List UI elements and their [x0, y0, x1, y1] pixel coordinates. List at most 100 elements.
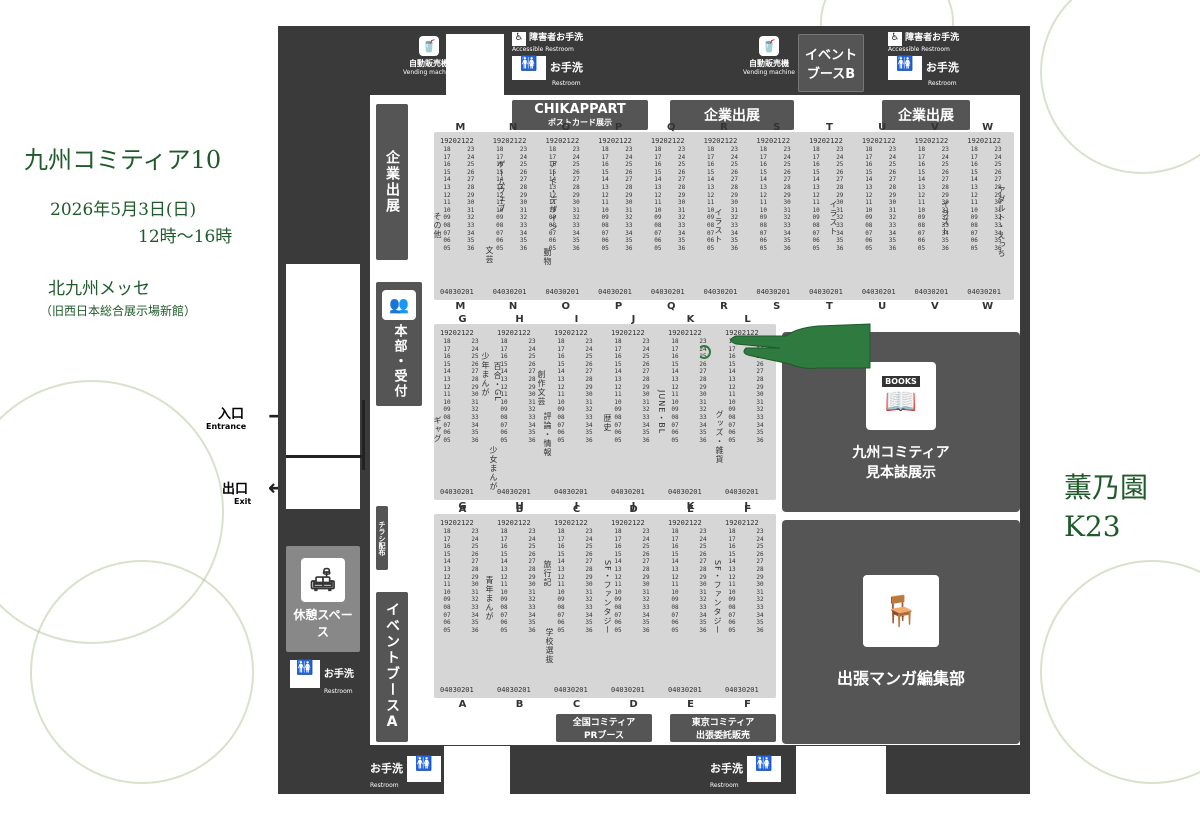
booth-numbers: 18 17 16 15 14 13 12 11 10 09 08 07 06 0… [671, 338, 679, 444]
row-letter-i: I [574, 501, 579, 512]
booth-footer: 04030201 [967, 288, 1001, 296]
row-letter-n: N [508, 301, 518, 312]
row-letter-j: J [631, 501, 636, 512]
booth-header: 19202122 [914, 137, 949, 145]
booth-numbers: 23 24 25 26 27 28 29 30 31 32 33 34 35 3… [585, 338, 593, 444]
row-letter-m: M [455, 122, 466, 133]
row-letter-h: H [515, 501, 524, 512]
booth-numbers: 23 24 25 26 27 28 29 30 31 32 33 34 35 3… [836, 146, 844, 252]
booth-numbers: 23 24 25 26 27 28 29 30 31 32 33 34 35 3… [699, 528, 707, 634]
genre-l: グッズ・雑貨 [715, 410, 724, 464]
booth-header: 19202122 [611, 519, 645, 527]
booth-numbers: 18 17 16 15 14 13 12 11 10 09 08 07 06 0… [443, 528, 451, 634]
booth-numbers: 18 17 16 15 14 13 12 11 10 09 08 07 06 0… [548, 146, 557, 252]
booth-header: 19202122 [440, 519, 474, 527]
booth-header: 19202122 [809, 137, 843, 145]
vending-icon: 🥤 [759, 36, 779, 56]
booth-numbers: 23 24 25 26 27 28 29 30 31 32 33 34 35 3… [888, 146, 897, 252]
bottom-gap-1 [444, 746, 510, 794]
restroom-icon: 🚻 [406, 756, 441, 782]
booth-footer: 04030201 [497, 488, 531, 496]
genre-i2: 評論・情報 [543, 412, 552, 457]
genre-o1: アート・デザイン [549, 160, 558, 232]
genre-h1: 少年まんが [481, 352, 490, 397]
row-letter-q: Q [667, 122, 676, 133]
genre-n2: ウェブ [497, 186, 506, 213]
row-letter-r: R [720, 301, 728, 312]
booth-numbers: 23 24 25 26 27 28 29 30 31 32 33 34 35 3… [471, 338, 479, 444]
booth-numbers: 18 17 16 15 14 13 12 11 10 09 08 07 06 0… [614, 338, 622, 444]
booth-header: 19202122 [598, 137, 632, 145]
row-letter-w: W [982, 301, 994, 312]
genre-k: JUNE・BL [657, 390, 666, 435]
row-letter-w: W [982, 122, 994, 133]
booth-footer: 04030201 [725, 488, 759, 496]
corporate-label-1: 企業出展 [670, 100, 794, 130]
row-letter-k: K [686, 314, 695, 325]
row-letter-d: D [629, 504, 638, 515]
booth-footer: 04030201 [440, 288, 474, 296]
booth-numbers: 23 24 25 26 27 28 29 30 31 32 33 34 35 3… [625, 146, 633, 252]
row-letter-o: O [561, 301, 571, 312]
booth-footer: 04030201 [554, 488, 588, 496]
genre-c2: 学校選抜 [545, 628, 554, 664]
restroom-bottom-right: お手洗 🚻 Restroom [710, 756, 781, 789]
row-letter-l: L [744, 501, 751, 512]
genre-m: その他 [433, 212, 442, 239]
booth-footer: 04030201 [809, 288, 843, 296]
top-gap [446, 34, 504, 96]
booth-footer: 04030201 [440, 686, 474, 694]
booth-header: 19202122 [611, 329, 645, 337]
row-letter-p: P [614, 301, 623, 312]
pointing-hand-icon [700, 323, 871, 369]
restroom-icon: 🚻 [746, 756, 781, 782]
row-letter-v: V [931, 122, 939, 133]
restroom-icon: 🚻 [512, 56, 546, 80]
booth-numbers: 23 24 25 26 27 28 29 30 31 32 33 34 35 3… [585, 528, 593, 634]
booth-numbers: 23 24 25 26 27 28 29 30 31 32 33 34 35 3… [528, 528, 536, 634]
booth-footer: 04030201 [497, 686, 531, 694]
booth-footer: 04030201 [598, 288, 632, 296]
genre-h3: 少女まんが [489, 446, 498, 491]
booth-numbers: 18 17 16 15 14 13 12 11 10 09 08 07 06 0… [728, 528, 736, 634]
booth-numbers: 23 24 25 26 27 28 29 30 31 32 33 34 35 3… [528, 338, 536, 444]
info-desk-icon: 👥 [382, 289, 416, 320]
booth-numbers: 23 24 25 26 27 28 29 30 31 32 33 34 35 3… [730, 146, 738, 252]
row-letter-r: R [720, 122, 728, 133]
booth-block [434, 324, 776, 500]
row-letter-k: K [686, 501, 695, 512]
booth-numbers: 23 24 25 26 27 28 29 30 31 32 33 34 35 3… [941, 146, 949, 252]
flyer-table: チラシ配布 [376, 506, 388, 570]
event-booth-a: イベントブースA [376, 592, 408, 742]
meeting-icon: 🪑 [863, 575, 939, 647]
row-letter-c: C [572, 504, 581, 515]
row-letter-d: D [629, 699, 638, 710]
booth-header: 19202122 [703, 137, 738, 145]
venue-name: 北九州メッセ [48, 279, 150, 299]
vending-icon: 🥤 [419, 36, 439, 56]
booth-footer: 04030201 [611, 686, 645, 694]
booth-footer: 04030201 [650, 288, 685, 296]
booth-header: 19202122 [492, 137, 527, 145]
row-letter-g: G [458, 501, 467, 512]
row-letter-t: T [826, 122, 833, 133]
wheelchair-icon: ♿ [512, 32, 526, 46]
ornament-right-top [1040, 0, 1200, 174]
booth-header: 19202122 [497, 519, 531, 527]
booth-numbers: 18 17 16 15 14 13 12 11 10 09 08 07 06 0… [707, 146, 715, 252]
restroom-icon: 🚻 [290, 660, 320, 688]
booth-header: 19202122 [725, 519, 759, 527]
venue-sub: （旧西日本総合展示場新館） [40, 304, 197, 318]
row-letter-l: L [744, 314, 751, 325]
booth-header: 19202122 [650, 137, 685, 145]
booth-numbers: 18 17 16 15 14 13 12 11 10 09 08 07 06 0… [865, 146, 873, 252]
booth-numbers: 18 17 16 15 14 13 12 11 10 09 08 07 06 0… [970, 146, 978, 252]
